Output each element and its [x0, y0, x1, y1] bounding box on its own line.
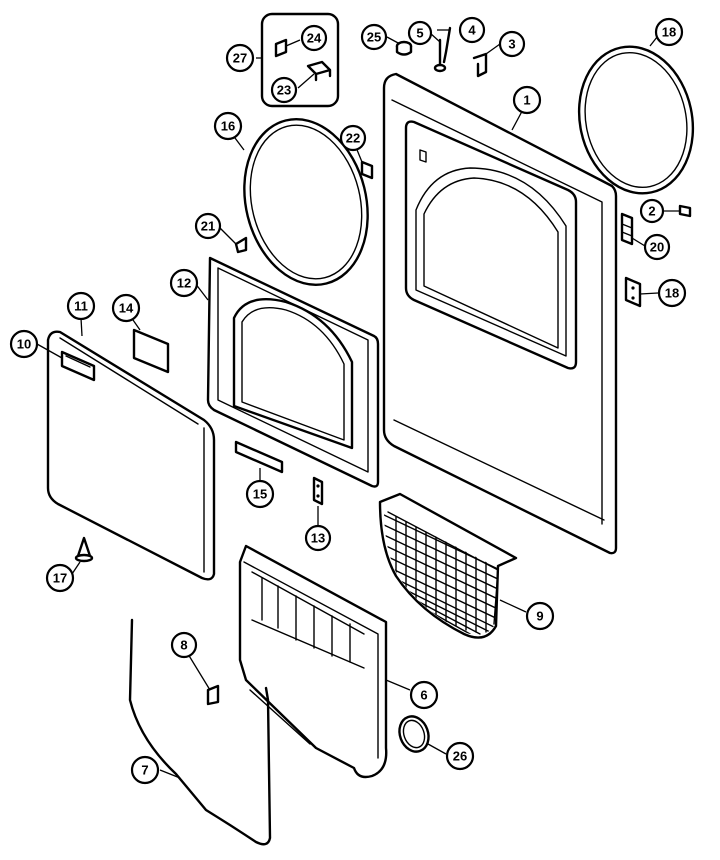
part-11-outer-door	[46, 330, 216, 581]
svg-text:9: 9	[536, 609, 543, 624]
callout-8: 8	[170, 631, 198, 659]
part-16-door-seal	[243, 118, 369, 286]
svg-text:25: 25	[367, 30, 381, 45]
callout-6: 6	[409, 680, 439, 710]
callout-12: 12	[169, 268, 199, 298]
callout-23: 23	[270, 76, 298, 104]
part-14-pad	[132, 328, 170, 374]
callout-27: 27	[225, 43, 255, 73]
callout-16: 16	[213, 111, 243, 141]
svg-text:5: 5	[416, 26, 423, 41]
svg-text:18: 18	[662, 25, 676, 40]
svg-text:3: 3	[508, 37, 515, 52]
svg-text:17: 17	[53, 571, 67, 586]
svg-text:23: 23	[277, 83, 291, 98]
callout-7: 7	[130, 755, 160, 785]
svg-text:10: 10	[17, 337, 31, 352]
svg-text:14: 14	[119, 301, 134, 316]
svg-text:27: 27	[233, 51, 247, 66]
callout-2: 2	[639, 198, 665, 224]
part-4-pin	[442, 26, 452, 64]
callout-26: 26	[445, 741, 475, 771]
part-20-hinge	[620, 212, 634, 246]
part-3-bracket	[472, 52, 488, 78]
svg-text:20: 20	[650, 240, 664, 255]
part-10-door-handle	[60, 350, 96, 382]
part-9-lint-screen	[378, 492, 518, 639]
svg-text:11: 11	[74, 299, 88, 314]
callout-9: 9	[525, 601, 555, 631]
part-22-clip	[360, 160, 374, 180]
part-12-door-frame	[206, 256, 380, 488]
part-2-clip	[678, 204, 692, 218]
part-13-hinge	[312, 476, 324, 506]
callout-14: 14	[111, 293, 141, 323]
callout-18-hinge: 18	[657, 278, 687, 308]
lint-screen-mesh	[384, 510, 498, 635]
svg-text:21: 21	[201, 219, 215, 234]
part-26-ring-gasket	[398, 715, 430, 753]
part-17-bumper	[74, 536, 94, 563]
callout-21: 21	[194, 212, 222, 240]
svg-text:7: 7	[141, 763, 148, 778]
callout-13: 13	[304, 524, 332, 552]
part-7-wire-harness	[128, 618, 272, 846]
part-8-bracket	[206, 684, 220, 706]
svg-text:26: 26	[453, 749, 467, 764]
svg-text:15: 15	[253, 487, 267, 502]
callout-15: 15	[245, 479, 275, 509]
part-25-plug	[395, 40, 413, 56]
part-27-kit-box	[260, 12, 340, 108]
part-18-door-seal-right	[577, 45, 695, 195]
part-6-lint-duct	[238, 544, 388, 779]
callout-11: 11	[66, 291, 96, 321]
callout-1: 1	[512, 85, 542, 115]
callout-24: 24	[300, 24, 328, 52]
callout-17: 17	[45, 563, 75, 593]
svg-text:18: 18	[665, 286, 679, 301]
svg-text:1: 1	[523, 93, 530, 108]
callout-4: 4	[458, 16, 486, 44]
part-1-front-panel	[382, 72, 618, 555]
callout-3: 3	[498, 30, 526, 58]
callout-22: 22	[339, 124, 367, 152]
svg-text:22: 22	[346, 131, 360, 146]
svg-text:13: 13	[311, 531, 325, 546]
svg-text:6: 6	[420, 688, 427, 703]
part-19-hinge	[624, 276, 642, 308]
callout-20: 20	[643, 233, 671, 261]
svg-text:12: 12	[177, 276, 191, 291]
callout-5: 5	[407, 20, 433, 46]
svg-text:2: 2	[648, 204, 655, 219]
part-5-screw	[433, 38, 447, 73]
part-15-trim-strip	[234, 440, 284, 474]
callout-25: 25	[360, 23, 388, 51]
svg-text:8: 8	[180, 638, 187, 653]
part-21-clip	[234, 236, 248, 254]
svg-text:4: 4	[468, 23, 476, 38]
callout-18-top: 18	[654, 17, 684, 47]
svg-text:24: 24	[307, 31, 322, 46]
callout-10: 10	[9, 329, 39, 359]
svg-text:16: 16	[221, 119, 235, 134]
